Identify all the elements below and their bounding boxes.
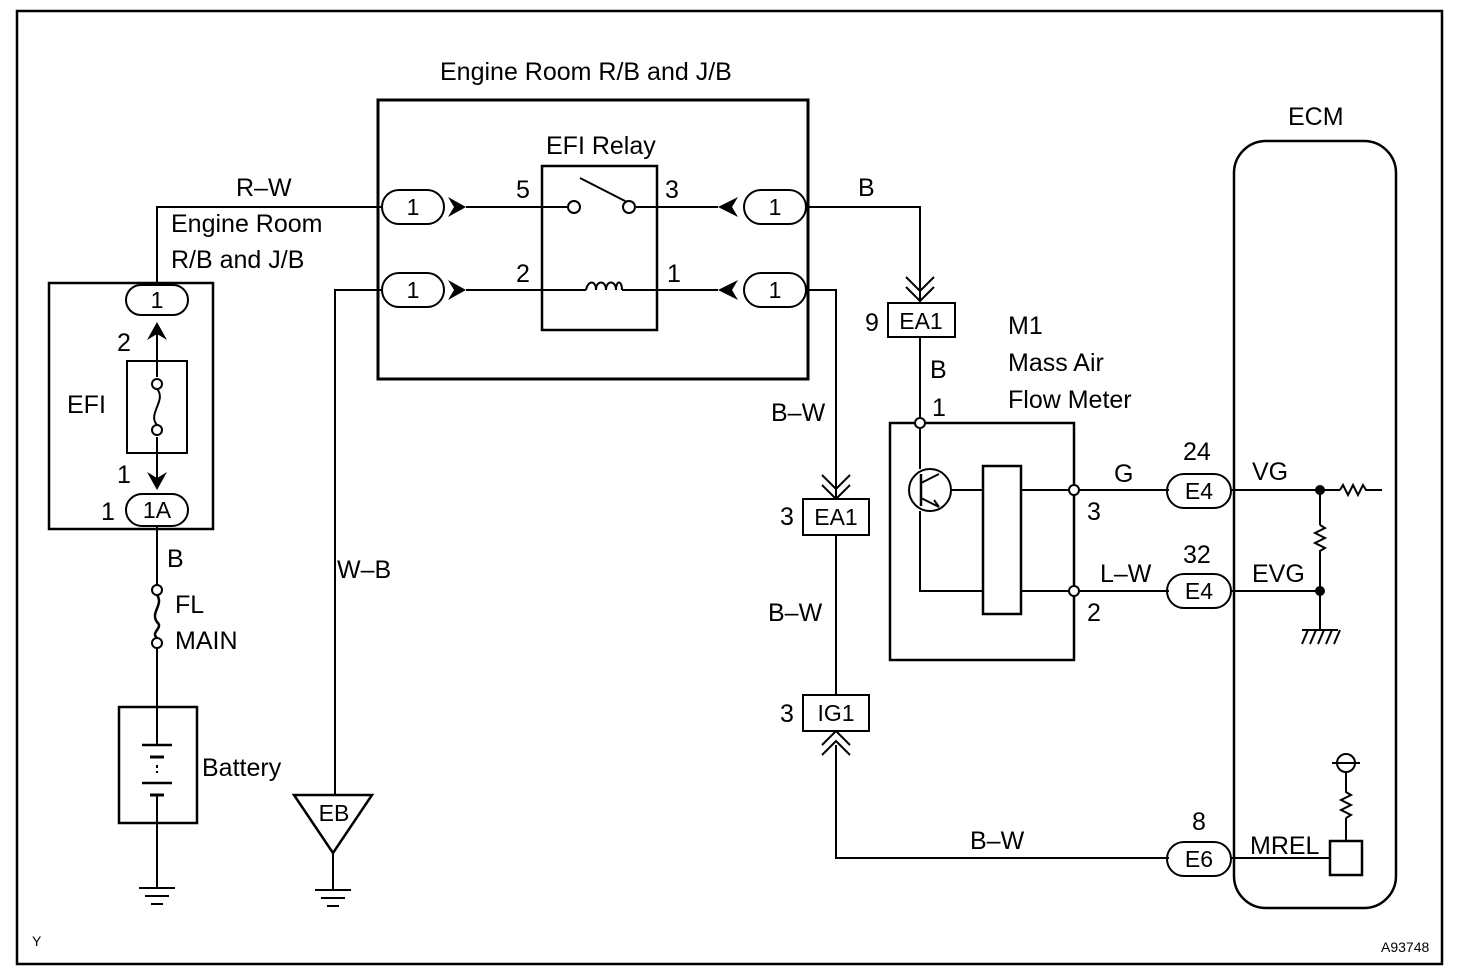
e6-pin: 8 [1192,808,1206,836]
battery-label: Battery [202,754,282,782]
efi-relay-label: EFI Relay [546,132,656,160]
ecm-mrel-switch [1328,839,1364,877]
corner-label-left: Y [32,933,42,949]
rb-in-bottom-number: 1 [407,277,420,303]
wire-rw-label: R–W [236,174,292,202]
maf-sensor-element [981,464,1023,616]
efi-fuse-box [47,281,215,531]
fl-label: FL [175,591,204,619]
ecm-mrel-label: MREL [1250,832,1320,860]
fuse-pin-2: 2 [117,329,131,357]
eb-label: EB [319,800,350,826]
junction-evg [1315,586,1325,596]
diagram-frame [15,9,1444,966]
corner-label-right: A93748 [1381,939,1429,955]
fuse-pin-1: 1 [117,461,131,489]
wire-b-maf-label: B [930,356,947,384]
junction-vg [1315,485,1325,495]
ecm-box [1232,139,1398,910]
rb-out-top-number: 1 [769,194,782,220]
ecm-vg-resistor [1339,482,1382,498]
rb-jb-label-line1: Engine Room [171,210,322,238]
ecm-label: ECM [1288,103,1344,131]
e4-vg-pin: 24 [1183,438,1211,466]
fl-main-fusible-link [153,594,161,639]
maf-pin-1: 1 [932,394,946,422]
m1-label: M1 [1008,312,1043,340]
rb-out-bottom-number: 1 [769,277,782,303]
ecm-ground [1301,629,1341,645]
wire-wb-label: W–B [337,556,391,584]
relay-pin-5: 5 [516,176,530,204]
maf-box [888,421,1076,662]
ea1-top-label: EA1 [899,308,942,334]
relay-pin-2: 2 [516,260,530,288]
efi-connector-top [125,284,189,316]
battery-ground [139,887,175,905]
wire-lw-label: L–W [1100,560,1152,588]
ig1-pin: 3 [780,700,794,728]
relay-coil [585,281,623,291]
efi-fuse-element [153,388,161,426]
maf-label-line1: Mass Air [1008,349,1104,377]
rb-jb-box [376,98,810,381]
e6-label: E6 [1185,846,1213,872]
ea1-top-pin: 9 [865,309,879,337]
ecm-vg-label: VG [1252,458,1288,486]
wire-bw-label-2: B–W [768,599,823,627]
e4-evg-label: E4 [1185,578,1213,604]
eb-ground-triangle [291,793,375,856]
wire-bw-label-1: B–W [771,399,826,427]
e4-evg-pin: 32 [1183,541,1211,569]
ecm-mrel-resistor [1338,772,1354,819]
maf-label-line2: Flow Meter [1008,386,1132,414]
ea1-mid-pin: 3 [780,503,794,531]
wire-b-fuse-label: B [167,545,184,573]
ecm-evg-label: EVG [1252,560,1305,588]
rb-jb-label-line2: R/B and J/B [171,246,304,274]
efi-1a-pin: 1 [101,498,115,526]
ea1-mid-label: EA1 [814,504,857,530]
relay-contact-right [622,200,636,214]
efi-bottom-number: 1A [143,497,172,523]
relay-contact-left [567,200,581,214]
wire-bw-bottom-label: B–W [970,827,1025,855]
efi-relay-box [540,164,659,332]
relay-pin-1: 1 [667,260,681,288]
e4-vg-label: E4 [1185,478,1213,504]
relay-pin-3: 3 [665,176,679,204]
efi-fuse-label: EFI [67,391,106,419]
rb-in-top-number: 1 [407,194,420,220]
ig1-label: IG1 [817,700,854,726]
wire-b-top-label: B [858,174,875,202]
ecm-divider-resistor [1312,524,1328,591]
main-label: MAIN [175,627,238,655]
wire-g-label: G [1114,460,1133,488]
rb-jb-title: Engine Room R/B and J/B [440,58,732,86]
maf-transistor [908,468,952,512]
maf-pin-2: 2 [1087,599,1101,627]
ea1-connector-top [887,302,956,338]
maf-pin-3: 3 [1087,498,1101,526]
efi-top-number: 1 [151,287,164,313]
